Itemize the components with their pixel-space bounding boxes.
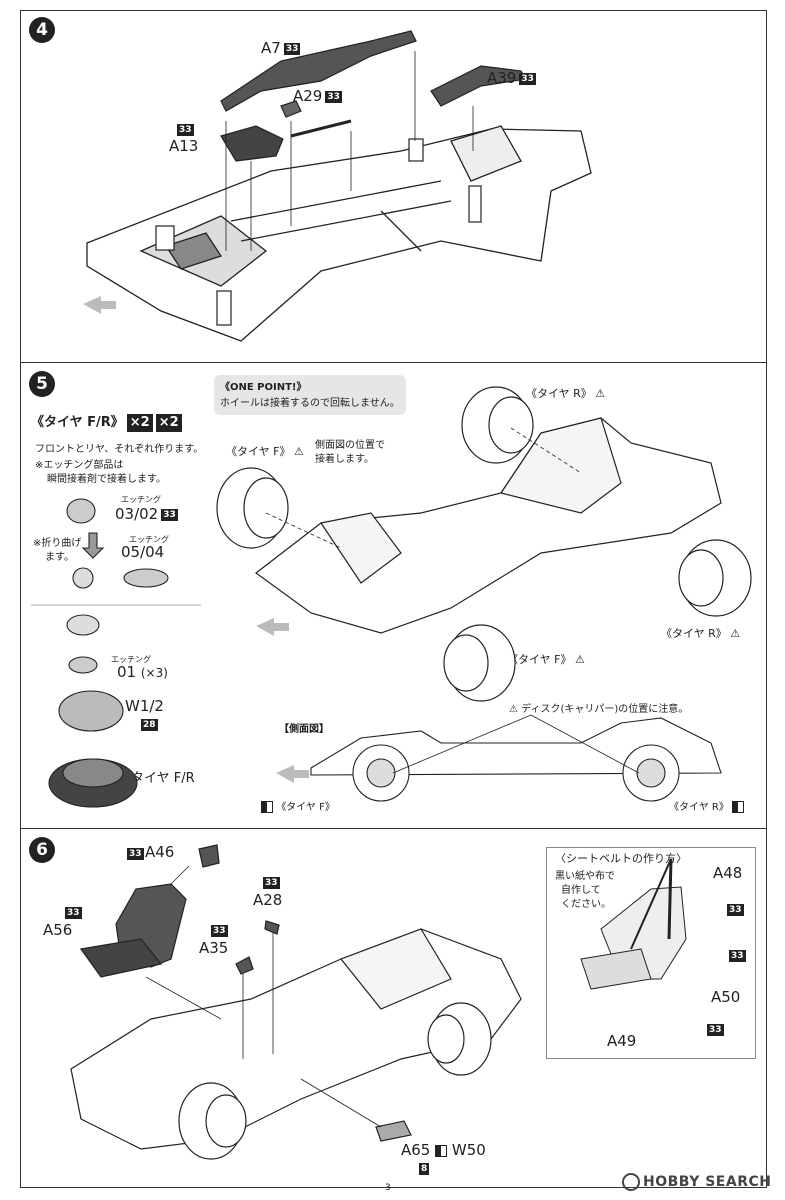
side-tire-r: 《タイヤ R》 (669, 801, 745, 815)
watermark-logo-icon (622, 1173, 640, 1191)
seat-tag-1: 33 (727, 904, 744, 916)
tire-heading: 《タイヤ F/R》×2×2 (31, 411, 182, 432)
part-a56-tag: 33 (65, 907, 82, 919)
front-direction-arrow (256, 618, 289, 636)
etching-label-3: エッチング (111, 655, 151, 664)
tire-assembly-illustration (31, 386, 752, 808)
seat-tag-2: 33 (729, 950, 746, 962)
seatbelt-note-1: 黒い紙や布で (555, 871, 615, 882)
part-a65-label: A65 W50 (401, 1141, 486, 1159)
part-a46-tag: 33 (127, 848, 144, 860)
fold-note-2: ます。 (45, 552, 74, 563)
interior-illustration (70, 844, 687, 1160)
part-a50-label: A50 (711, 988, 741, 1006)
chassis-illustration (83, 30, 592, 342)
side-note-1: 側面図の位置で (315, 440, 385, 451)
part-0504: 05/04 (121, 543, 165, 561)
seatbelt-title: 〈シートベルトの作り方〉 (555, 852, 687, 865)
part-a65-tag: 8 (419, 1163, 430, 1175)
tire-f-top-label: 《タイヤ F》 ⚠ (226, 445, 304, 458)
part-a56-label: A56 (43, 921, 73, 939)
fold-note-1: ※折り曲げ (33, 538, 82, 549)
side-tire-f: 《タイヤ F》 (261, 801, 335, 815)
seatbelt-inset: 〈シートベルトの作り方〉 黒い紙や布で 自作して ください。 A48 33 33… (546, 847, 756, 1059)
tire-r-top-label: 《タイヤ R》 ⚠ (526, 387, 606, 400)
part-a35-tag: 33 (211, 925, 228, 937)
step-6-panel: 6 (20, 828, 767, 1188)
part-a46-label: A46 (145, 843, 175, 861)
watermark: HOBBY SEARCH (622, 1173, 771, 1191)
one-point-box: 《ONE POINT!》 ホイールは接着するので回転しません。 (214, 375, 406, 415)
seat-tag-3: 33 (707, 1024, 724, 1036)
step-5-panel: 5 《ONE POINT!》 ホイールは接着するので回転しません。 《タイヤ F… (20, 362, 767, 830)
part-01: 01 (×3) (117, 663, 168, 681)
part-a48-label: A48 (713, 864, 743, 882)
note-etching-1: ※エッチング部品は (35, 460, 124, 471)
step-number: 5 (29, 371, 55, 397)
disc-note: ⚠ ディスク(キャリパー)の位置に注意。 (509, 704, 689, 715)
part-a28-label: A28 (253, 891, 283, 909)
part-a13-label: A13 (169, 137, 199, 155)
seatbelt-note-3: ください。 (561, 899, 611, 910)
part-w12-tag: 28 (141, 719, 158, 731)
page-number: 3 (385, 1183, 391, 1193)
side-view-label: 【側面図】 (279, 724, 329, 735)
step-number: 6 (29, 837, 55, 863)
part-a28-tag: 33 (263, 877, 280, 889)
part-a49-label: A49 (607, 1032, 637, 1050)
etching-label-1: エッチング (121, 495, 161, 504)
tire-fr-label: タイヤ F/R (131, 771, 195, 786)
one-point-title: 《ONE POINT!》 (220, 382, 307, 393)
etching-label-2: エッチング (129, 535, 169, 544)
note-front-rear: フロントとリヤ、それぞれ作ります。 (35, 444, 204, 455)
tire-r-right-label: 《タイヤ R》 ⚠ (661, 627, 741, 640)
front-direction-arrow (83, 296, 116, 314)
seatbelt-note-2: 自作して (561, 885, 601, 896)
tire-f-bottom-label: 《タイヤ F》 ⚠ (507, 653, 585, 666)
step-4-panel: 4 (20, 10, 767, 364)
note-etching-2: 瞬間接着剤で接着します。 (47, 474, 166, 485)
part-a13-tag: 33 (177, 124, 194, 136)
one-point-text: ホイールは接着するので回転しません。 (220, 398, 400, 409)
step-number: 4 (29, 17, 55, 43)
part-w12: W1/2 (125, 697, 164, 715)
part-a35-label: A35 (199, 939, 229, 957)
side-note-2: 接着します。 (315, 454, 374, 465)
